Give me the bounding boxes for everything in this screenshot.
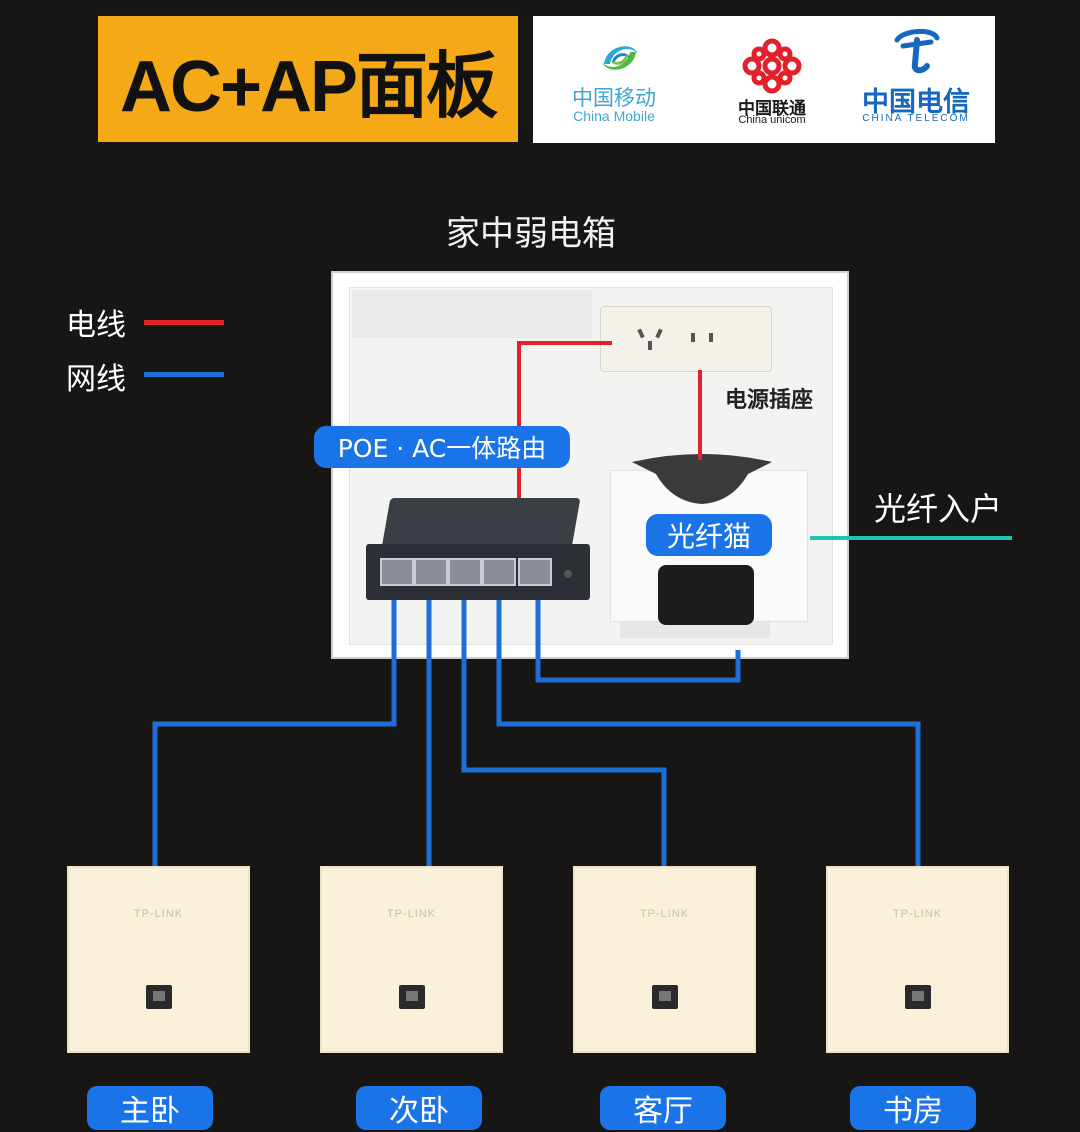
- china-mobile-icon: [602, 46, 638, 70]
- router-label: POE · AC一体路由: [314, 426, 570, 468]
- socket-label: 电源插座: [725, 388, 814, 413]
- fiber-entry-label: 光纤入户: [874, 490, 1003, 528]
- china-unicom-name-en: China unicom: [738, 114, 806, 126]
- fiber-line: [810, 536, 1012, 540]
- network-cable-study: [496, 598, 921, 866]
- china-mobile-name-en: China Mobile: [573, 108, 655, 124]
- china-mobile-name-cn: 中国移动: [572, 86, 656, 110]
- cabinet-title: 家中弱电箱: [446, 214, 616, 254]
- power-socket: [600, 306, 772, 372]
- legend-power-label: 电线: [66, 308, 126, 343]
- ap-brand-label: TP-LINK: [639, 908, 690, 920]
- title-banner: AC+AP面板: [98, 16, 518, 142]
- network-cable-living-room: [461, 598, 667, 866]
- router-led: [564, 570, 572, 578]
- ap-brand-label: TP-LINK: [892, 908, 943, 920]
- china-mobile-logo: 中国移动 China Mobile: [539, 16, 689, 143]
- optical-modem-label: 光纤猫: [646, 514, 772, 556]
- cabinet-top-rail: [352, 290, 592, 338]
- power-cable-router: [517, 341, 612, 498]
- network-cable-modem: [535, 598, 741, 683]
- router-port-5: [518, 558, 552, 586]
- ap-ethernet-port: [652, 985, 678, 1009]
- network-cable-master-bedroom: [152, 598, 397, 866]
- router-front: [366, 544, 590, 600]
- ap-panel-second-bedroom: TP-LINK: [320, 866, 503, 1053]
- ap-panel-master-bedroom: TP-LINK: [67, 866, 250, 1053]
- socket-outlet-2: [683, 323, 723, 353]
- legend-network-label: 网线: [66, 362, 126, 397]
- china-unicom-name-cn: 中国联通: [738, 99, 806, 119]
- operator-logos: 中国移动 China Mobile 中国联通 China unicom 中国电信…: [533, 16, 995, 143]
- poe-ac-router: [366, 498, 590, 604]
- socket-outlet-1: [631, 323, 671, 353]
- router-port-4: [482, 558, 516, 586]
- room-label-second-bedroom: 次卧: [356, 1086, 482, 1130]
- legend-network-line: [144, 372, 224, 377]
- modem-adapter-icon: [632, 454, 772, 504]
- ap-ethernet-port: [399, 985, 425, 1009]
- router-port-2: [414, 558, 448, 586]
- room-label-living-room: 客厅: [600, 1086, 726, 1130]
- china-unicom-logo: 中国联通 China unicom: [697, 16, 847, 143]
- china-telecom-icon: [894, 29, 940, 74]
- ap-panel-study: TP-LINK: [826, 866, 1009, 1053]
- room-label-master-bedroom: 主卧: [87, 1086, 213, 1130]
- page-title: AC+AP面板: [119, 46, 498, 127]
- router-port-1: [380, 558, 414, 586]
- ap-panel-living-room: TP-LINK: [573, 866, 756, 1053]
- room-label-study: 书房: [850, 1086, 976, 1130]
- china-telecom-name-cn: 中国电信: [862, 87, 970, 118]
- china-telecom-name-en: CHINA TELECOM: [862, 113, 970, 124]
- ap-brand-label: TP-LINK: [133, 908, 184, 920]
- router-port-3: [448, 558, 482, 586]
- china-telecom-logo: 中国电信 CHINA TELECOM: [841, 16, 991, 143]
- legend-power-line: [144, 320, 224, 325]
- ap-ethernet-port: [146, 985, 172, 1009]
- ap-ethernet-port: [905, 985, 931, 1009]
- china-unicom-icon: [742, 38, 802, 94]
- ap-brand-label: TP-LINK: [386, 908, 437, 920]
- optical-modem-device: [658, 565, 754, 625]
- router-top: [381, 498, 581, 548]
